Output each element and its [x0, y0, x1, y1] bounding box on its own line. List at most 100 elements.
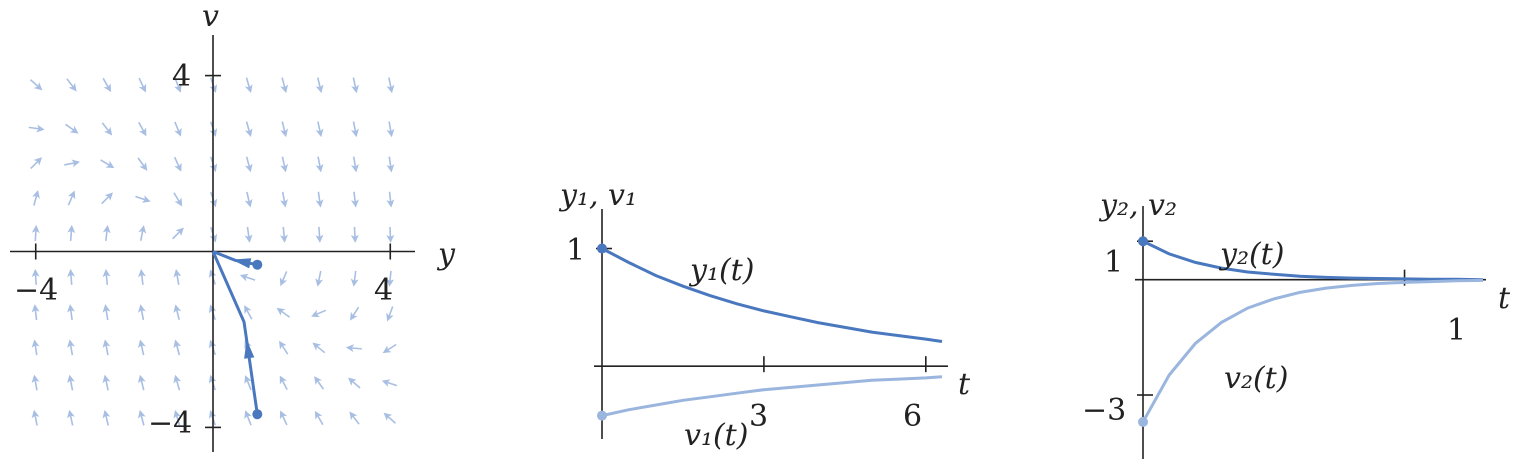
direction-field-arrow — [173, 339, 182, 356]
direction-field-arrow — [30, 157, 43, 170]
direction-field-arrow — [348, 377, 361, 389]
direction-field-arrow — [67, 190, 76, 206]
direction-field-arrow — [137, 374, 146, 391]
direction-field-arrow — [31, 224, 40, 241]
direction-field-arrow — [386, 156, 395, 173]
direction-field-arrow — [137, 409, 146, 426]
panel2-series-start-point-1 — [597, 410, 607, 421]
direction-field-arrow — [386, 121, 395, 138]
direction-field-arrow — [31, 339, 40, 356]
direction-field-arrow — [102, 304, 111, 321]
trajectory-path — [211, 250, 259, 415]
direction-field-arrow — [244, 375, 252, 391]
series-label-y1: y₁(t) — [688, 253, 754, 288]
direction-field-arrow — [279, 271, 288, 287]
direction-field-arrow — [102, 374, 111, 391]
direction-field-arrow — [315, 191, 324, 208]
panel3-series-line-1 — [1141, 278, 1484, 423]
direction-field-arrow — [244, 191, 253, 208]
direction-field-arrow — [28, 124, 45, 133]
panel3-x-axis-label: t — [1498, 281, 1511, 316]
direction-field-arrow — [32, 190, 40, 206]
direction-field-arrow — [66, 78, 77, 92]
trajectory-start-point — [252, 259, 263, 270]
phase-x-tick-label: 4 — [374, 273, 393, 308]
panel3-series-line-0 — [1142, 239, 1484, 282]
direction-field-arrow — [65, 123, 79, 134]
phase-y-tick-label: 4 — [172, 59, 191, 94]
direction-field-arrow — [102, 268, 111, 285]
direction-field-arrow — [386, 77, 395, 94]
direction-field-arrow — [173, 269, 182, 285]
direction-field-arrow — [244, 305, 253, 320]
phase-plane-axes — [10, 35, 415, 452]
direction-field-arrow — [349, 411, 360, 425]
direction-field-arrow — [386, 270, 395, 287]
direction-field-arrow — [350, 270, 359, 287]
direction-field-arrow — [173, 304, 182, 321]
direction-field-arrow — [280, 77, 289, 94]
direction-field-arrow — [173, 409, 182, 426]
phase-x-axis-label: y — [436, 237, 456, 272]
direction-field-arrow — [239, 273, 256, 282]
direction-field-arrow — [314, 410, 324, 426]
direction-field-arrow — [244, 410, 252, 426]
panel3-y-tick-label: 1 — [1104, 245, 1123, 280]
panel3-y-axis-label: y₂, v₂ — [1098, 188, 1177, 223]
panel3-x-tick-label: 1 — [1447, 313, 1466, 348]
direction-field-arrow — [244, 226, 253, 243]
series-label-y2: y₂(t) — [1218, 237, 1284, 272]
direction-field-arrow — [312, 342, 326, 354]
direction-field-arrow — [172, 227, 184, 240]
phase-plane-panel: y v −4 4 4 −4 — [10, 0, 456, 452]
direction-field-arrow — [100, 159, 115, 169]
direction-field-arrow — [349, 306, 360, 321]
panel2-x-tick-label: 6 — [903, 399, 922, 434]
direction-field-arrow — [102, 409, 111, 426]
direction-field-arrow — [173, 192, 183, 207]
direction-field-arrow — [350, 191, 359, 208]
direction-field-arrow — [137, 157, 148, 171]
direction-field-arrow — [31, 374, 40, 391]
direction-field-arrow — [350, 226, 359, 243]
panel2-y-tick-label: 1 — [566, 233, 585, 268]
direction-field-arrow — [280, 191, 289, 208]
direction-field-arrow — [67, 224, 76, 241]
phase-y-axis-label: v — [202, 0, 219, 34]
direction-field-arrow — [101, 192, 114, 205]
panel3-y-tick-label: −3 — [1082, 393, 1126, 428]
direction-field-arrow — [315, 77, 324, 94]
direction-field-arrow — [315, 270, 324, 287]
direction-field-arrow — [67, 339, 75, 356]
direction-field-arrow — [279, 410, 288, 426]
panel2-series-line-1 — [601, 375, 943, 418]
direction-field-arrow — [67, 409, 75, 426]
direction-field-arrow — [138, 225, 147, 241]
direction-field-arrow — [138, 77, 147, 93]
direction-field-arrow — [311, 309, 327, 318]
direction-field-arrow — [345, 344, 362, 353]
direction-field-arrow — [67, 268, 76, 285]
direction-field-arrow — [174, 77, 182, 93]
direction-field-arrow — [102, 339, 111, 356]
direction-field-arrow — [279, 375, 288, 391]
direction-field-arrow — [102, 224, 111, 241]
direction-field-arrow — [280, 121, 289, 138]
y1-v1-panel: y₁, v₁ t 1 3 6 y₁(t) v₁(t) — [558, 178, 971, 453]
direction-field-arrow — [31, 268, 40, 285]
direction-field-arrow — [386, 226, 395, 243]
panel2-series-start-point-0 — [597, 243, 607, 254]
direction-field-arrow — [173, 156, 182, 172]
direction-field-arrow — [280, 156, 289, 173]
direction-field-arrow — [101, 122, 113, 136]
direction-field-arrow — [314, 376, 325, 390]
direction-field-arrow — [279, 340, 289, 355]
direction-field — [28, 77, 398, 426]
direction-field-arrow — [280, 226, 288, 243]
panel2-y-axis-label: y₁, v₁ — [558, 178, 637, 213]
direction-field-arrow — [244, 77, 253, 94]
direction-field-arrow — [315, 121, 324, 138]
direction-field-arrow — [64, 159, 81, 168]
direction-field-arrow — [174, 121, 182, 137]
